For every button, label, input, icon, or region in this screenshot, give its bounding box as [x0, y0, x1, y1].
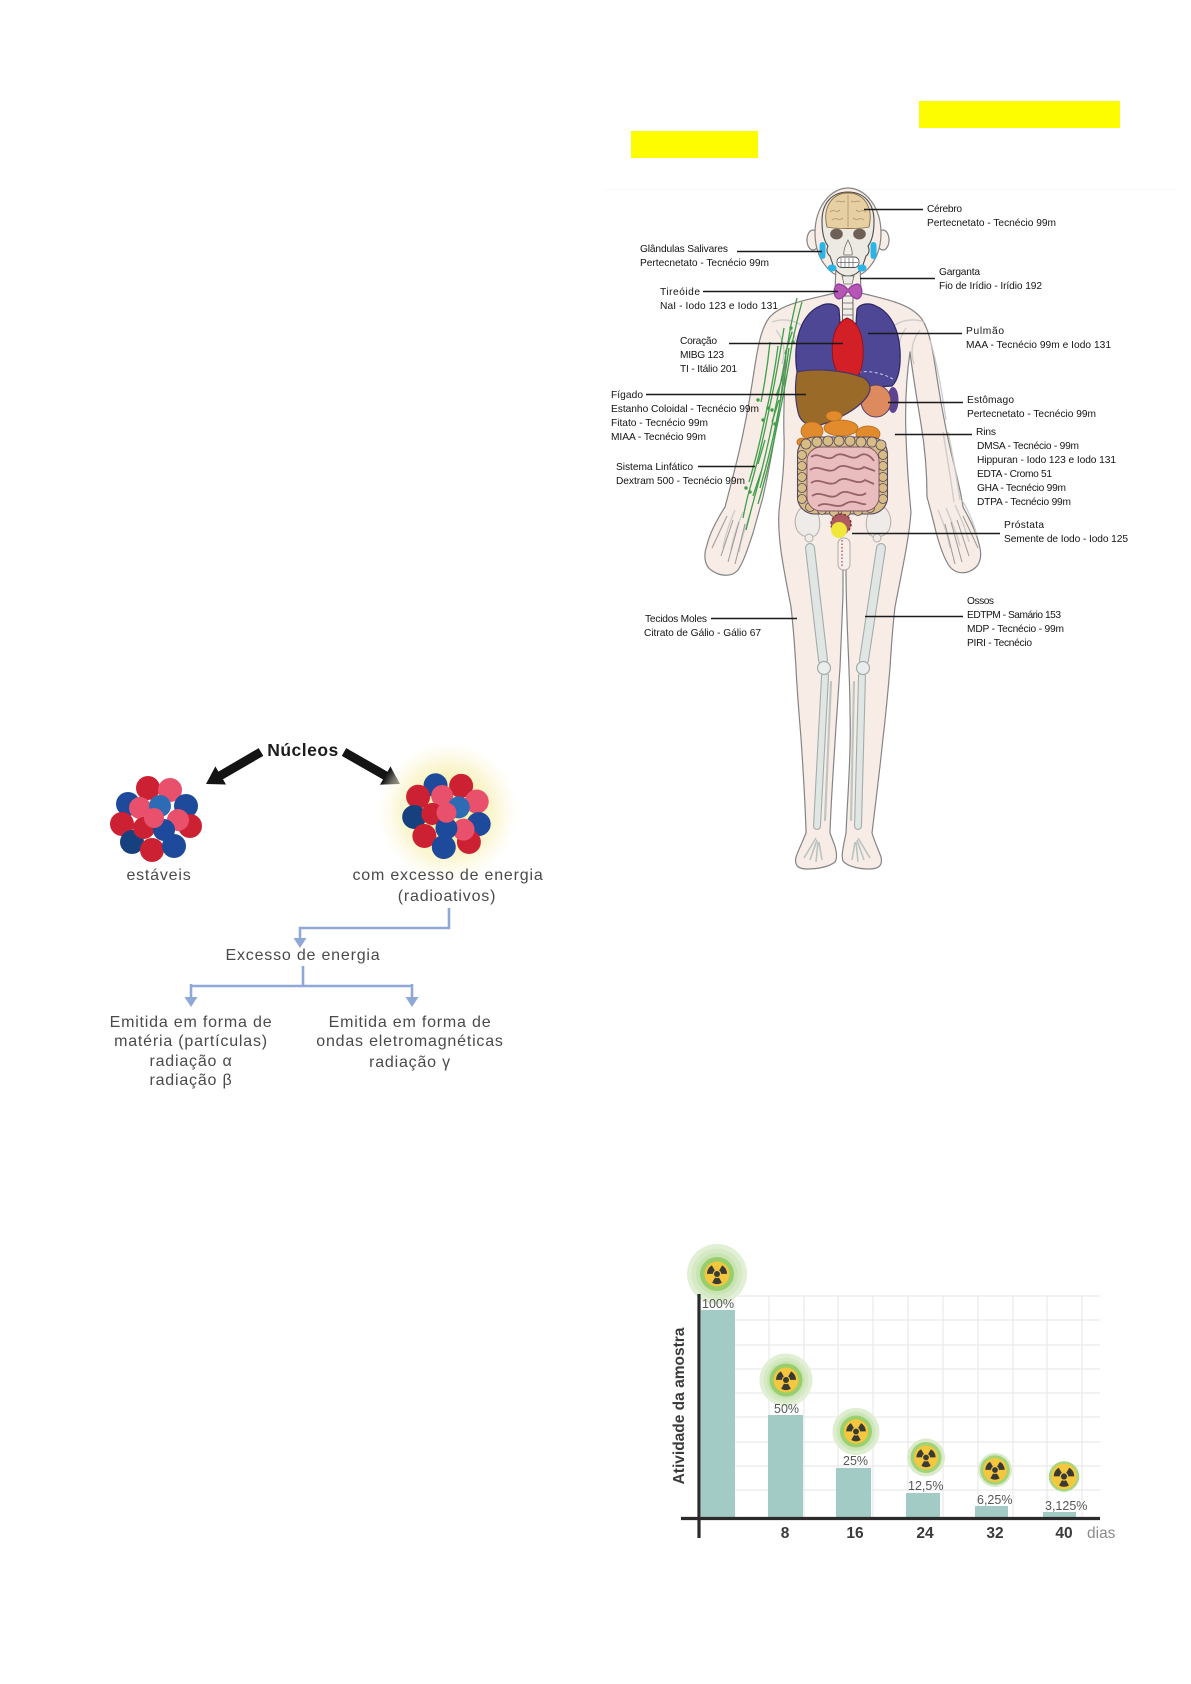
svg-text:radiação β: radiação β — [149, 1072, 232, 1089]
svg-text:Pertecnetato - Tecnécio 99m: Pertecnetato - Tecnécio 99m — [967, 409, 1096, 420]
svg-text:Tecidos Moles: Tecidos Moles — [645, 614, 707, 625]
svg-text:DTPA - Tecnécio 99m: DTPA - Tecnécio 99m — [977, 497, 1071, 508]
svg-text:8: 8 — [781, 1525, 790, 1542]
svg-text:dias: dias — [1087, 1525, 1116, 1542]
svg-text:Dextram 500 - Tecnécio 99m: Dextram 500 - Tecnécio 99m — [616, 476, 745, 487]
svg-text:Garganta: Garganta — [939, 267, 980, 278]
svg-text:25%: 25% — [843, 1454, 868, 1468]
svg-text:32: 32 — [986, 1525, 1003, 1542]
svg-text:Fitato - Tecnécio 99m: Fitato - Tecnécio 99m — [611, 418, 708, 429]
svg-text:Pertecnetato - Tecnécio 99m: Pertecnetato - Tecnécio 99m — [640, 258, 769, 269]
svg-text:MDP - Tecnécio - 99m: MDP - Tecnécio - 99m — [967, 624, 1064, 635]
svg-text:radiação α: radiação α — [149, 1053, 232, 1070]
svg-text:24: 24 — [916, 1525, 934, 1542]
svg-text:MIAA - Tecnécio 99m: MIAA - Tecnécio 99m — [611, 432, 706, 443]
svg-text:6,25%: 6,25% — [977, 1493, 1012, 1507]
svg-text:Cérebro: Cérebro — [927, 204, 962, 215]
svg-text:TI - Itálio 201: TI - Itálio 201 — [680, 364, 737, 375]
svg-text:Tireóide: Tireóide — [660, 287, 700, 298]
svg-text:ondas eletromagnéticas: ondas eletromagnéticas — [316, 1033, 503, 1050]
svg-text:Citrato de Gálio - Gálio 67: Citrato de Gálio - Gálio 67 — [644, 628, 761, 639]
svg-text:NaI - Iodo 123 e Iodo 131: NaI - Iodo 123 e Iodo 131 — [660, 301, 778, 312]
svg-text:GHA - Tecnécio 99m: GHA - Tecnécio 99m — [977, 483, 1066, 494]
svg-text:MAA - Tecnécio 99m e Iodo 131: MAA - Tecnécio 99m e Iodo 131 — [966, 340, 1111, 351]
svg-text:DMSA - Tecnécio - 99m: DMSA - Tecnécio - 99m — [977, 441, 1079, 452]
svg-text:Rins: Rins — [976, 427, 996, 438]
svg-text:(radioativos): (radioativos) — [398, 888, 496, 905]
svg-text:radiação γ: radiação γ — [369, 1054, 451, 1071]
svg-text:Sistema Linfático: Sistema Linfático — [616, 462, 693, 473]
svg-text:Pertecnetato - Tecnécio 99m: Pertecnetato - Tecnécio 99m — [927, 218, 1056, 229]
svg-text:Excesso de energia: Excesso de energia — [226, 947, 381, 964]
svg-text:12,5%: 12,5% — [908, 1479, 943, 1493]
svg-text:Glândulas Salivares: Glândulas Salivares — [640, 244, 728, 255]
svg-text:Ossos: Ossos — [967, 596, 994, 607]
svg-text:Atividade da amostra: Atividade da amostra — [671, 1327, 688, 1484]
svg-text:MIBG 123: MIBG 123 — [680, 350, 724, 361]
svg-text:EDTA - Cromo 51: EDTA - Cromo 51 — [977, 469, 1052, 480]
svg-text:Núcleos: Núcleos — [267, 740, 339, 760]
svg-text:Próstata: Próstata — [1004, 520, 1044, 531]
svg-text:com excesso de energia: com excesso de energia — [352, 867, 543, 884]
svg-text:40: 40 — [1055, 1525, 1072, 1542]
svg-text:matéria (partículas): matéria (partículas) — [114, 1033, 268, 1050]
svg-text:Emitida em forma de: Emitida em forma de — [110, 1014, 273, 1031]
svg-text:PIRI - Tecnécio: PIRI - Tecnécio — [967, 638, 1032, 649]
svg-text:estáveis: estáveis — [126, 867, 191, 884]
svg-text:EDTPM - Samário 153: EDTPM - Samário 153 — [967, 610, 1061, 621]
svg-text:16: 16 — [846, 1525, 864, 1542]
svg-text:Semente de Iodo - Iodo 125: Semente de Iodo - Iodo 125 — [1004, 534, 1128, 545]
svg-text:Coração: Coração — [680, 336, 717, 347]
svg-text:Fígado: Fígado — [611, 390, 643, 401]
svg-text:Emitida em forma de: Emitida em forma de — [329, 1014, 492, 1031]
svg-text:50%: 50% — [774, 1402, 799, 1416]
svg-text:Estanho Coloidal - Tecnécio 99: Estanho Coloidal - Tecnécio 99m — [611, 404, 759, 415]
svg-text:Fio de Irídio - Irídio 192: Fio de Irídio - Irídio 192 — [939, 281, 1042, 292]
svg-text:Pulmão: Pulmão — [966, 326, 1004, 337]
svg-text:Estômago: Estômago — [967, 395, 1014, 406]
svg-text:100%: 100% — [702, 1297, 734, 1311]
svg-text:3,125%: 3,125% — [1045, 1499, 1087, 1513]
svg-text:Hippuran - Iodo 123 e Iodo 131: Hippuran - Iodo 123 e Iodo 131 — [977, 455, 1116, 466]
